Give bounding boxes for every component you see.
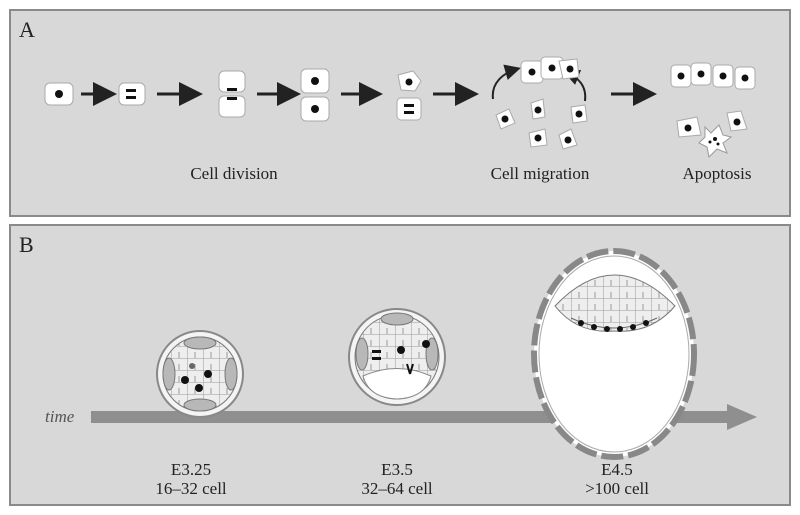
apoptotic-cells	[670, 62, 756, 159]
time-axis-label: time	[45, 407, 75, 426]
daughter-cells	[300, 68, 330, 122]
embryo-e3-5	[348, 308, 446, 406]
second-division-cells	[396, 70, 422, 121]
caption-apoptosis: Apoptosis	[682, 164, 752, 183]
embryo-e3-25	[156, 330, 244, 418]
dividing-cell	[118, 82, 146, 106]
migrating-cells	[491, 56, 588, 150]
stage-cell-count: >100 cell	[585, 479, 649, 498]
embryo-e4-5	[531, 248, 697, 460]
stage-day: E4.5	[601, 460, 633, 479]
stage-cell-count: 32–64 cell	[361, 479, 433, 498]
stage-label-e3-25: E3.25 16–32 cell	[155, 460, 226, 498]
embryo-development-illustration	[91, 248, 757, 460]
panel-b-label: B	[19, 232, 34, 257]
caption-cell-migration: Cell migration	[490, 164, 590, 183]
stage-label-e4-5: E4.5 >100 cell	[585, 460, 649, 498]
panel-b: B	[9, 224, 791, 506]
caption-cell-division: Cell division	[190, 164, 278, 183]
cytokinesis-cell	[218, 70, 246, 118]
cell-processes-illustration	[44, 56, 756, 159]
panel-a-label: A	[19, 17, 35, 42]
stage-day: E3.25	[170, 460, 212, 479]
stage-day: E3.5	[381, 460, 413, 479]
stage-cell-count: 16–32 cell	[155, 479, 227, 498]
panel-a: A	[9, 9, 791, 217]
stage-label-e3-5: E3.5 32–64 cell	[361, 460, 432, 498]
single-cell	[44, 82, 74, 106]
